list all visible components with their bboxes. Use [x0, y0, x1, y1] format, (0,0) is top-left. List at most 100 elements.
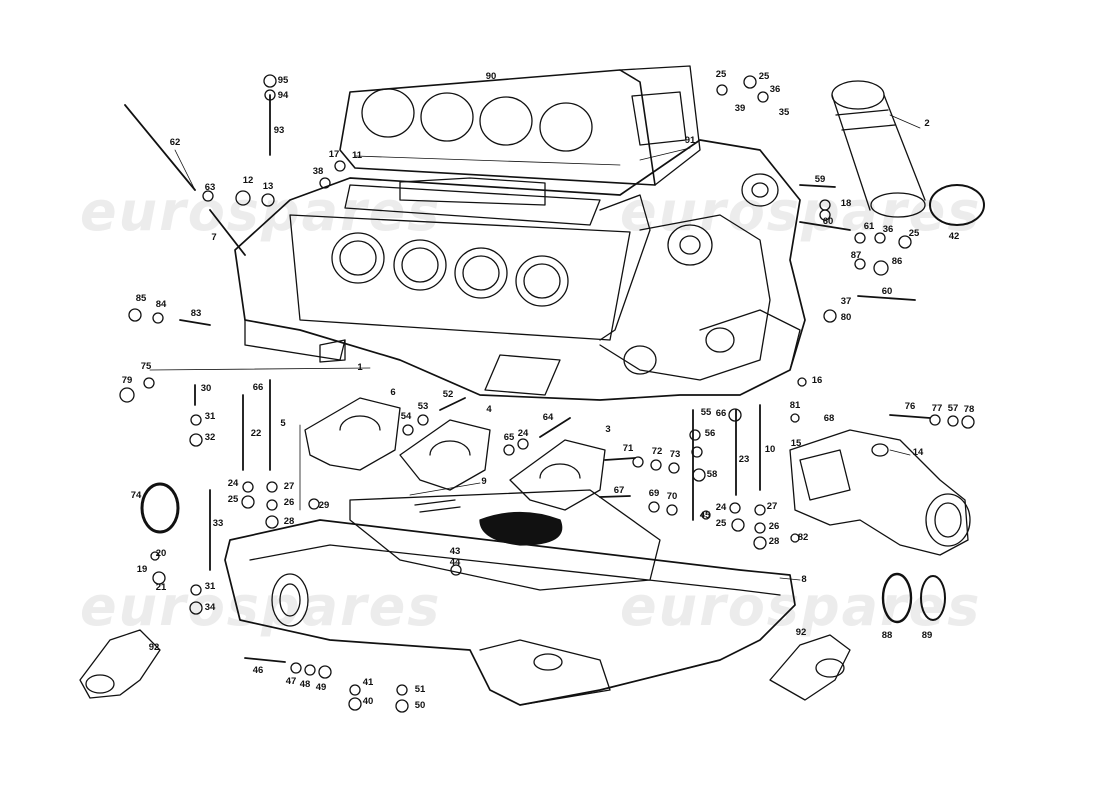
part-number-label: 25: [227, 494, 239, 505]
part-number-label: 92: [795, 627, 807, 638]
part-number-label: 4: [486, 404, 492, 415]
engine-block: [234, 139, 806, 401]
part-number-label: 27: [283, 481, 295, 492]
part-number-label: 30: [200, 383, 212, 394]
part-number-label: 12: [242, 175, 254, 186]
part-number-label: 24: [517, 428, 529, 439]
part-number-label: 25: [715, 518, 727, 529]
part-number-label: 51: [414, 684, 426, 695]
part-number-label: 64: [542, 412, 554, 423]
part-number-label: 26: [283, 497, 295, 508]
part-number-label: 94: [277, 90, 289, 101]
part-number-label: 43: [449, 546, 461, 557]
part-number-label: 63: [204, 182, 216, 193]
part-number-label: 8: [801, 574, 807, 585]
part-number-label: 56: [704, 428, 716, 439]
part-number-label: 21: [155, 582, 167, 593]
part-number-label: 48: [299, 679, 311, 690]
fasteners: [119, 74, 975, 713]
part-number-label: 24: [715, 502, 727, 513]
part-number-label: 23: [738, 454, 750, 465]
part-number-label: 26: [768, 521, 780, 532]
head-gasket: [339, 65, 701, 186]
part-number-label: 85: [135, 293, 147, 304]
engine-mount: [79, 629, 851, 701]
part-number-label: 76: [904, 401, 916, 412]
part-number-label: 32: [204, 432, 216, 443]
part-number-label: 40: [362, 696, 374, 707]
part-number-label: 44: [449, 557, 461, 568]
part-number-label: 33: [212, 518, 224, 529]
part-number-label: 16: [811, 375, 823, 386]
part-number-label: 80: [840, 312, 852, 323]
part-number-label: 35: [778, 107, 790, 118]
part-number-label: 82: [797, 532, 809, 543]
main-bearing-caps: [304, 397, 606, 511]
part-number-label: 60: [822, 216, 834, 227]
part-number-label: 90: [485, 71, 497, 82]
part-number-label: 77: [931, 403, 943, 414]
baffle-plate: [349, 489, 661, 591]
part-number-label: 70: [666, 491, 678, 502]
seal-ring: [881, 572, 913, 624]
part-number-label: 50: [414, 700, 426, 711]
part-number-label: 27: [766, 501, 778, 512]
part-number-label: 49: [315, 682, 327, 693]
part-number-label: 69: [648, 488, 660, 499]
part-number-label: 41: [362, 677, 374, 688]
part-number-label: 17: [328, 149, 340, 160]
part-number-label: 5: [280, 418, 286, 429]
part-number-label: 65: [503, 432, 515, 443]
part-number-label: 61: [863, 221, 875, 232]
leader-lines: [149, 114, 921, 581]
part-number-label: 31: [204, 581, 216, 592]
part-number-label: 81: [789, 400, 801, 411]
part-number-label: 1: [357, 362, 363, 373]
part-number-label: 59: [814, 174, 826, 185]
seal-ring: [920, 575, 946, 621]
part-number-label: 9: [481, 476, 487, 487]
part-number-label: 22: [250, 428, 262, 439]
part-number-label: 62: [169, 137, 181, 148]
cylinder-liner: [831, 80, 926, 218]
part-number-label: 93: [273, 125, 285, 136]
part-number-label: 46: [252, 665, 264, 676]
part-number-label: 36: [769, 84, 781, 95]
part-number-label: 18: [840, 198, 852, 209]
part-number-label: 57: [947, 403, 959, 414]
part-number-label: 53: [417, 401, 429, 412]
part-number-label: 66: [715, 408, 727, 419]
part-number-label: 75: [140, 361, 152, 372]
part-number-label: 95: [277, 75, 289, 86]
part-number-label: 84: [155, 299, 167, 310]
part-number-label: 28: [283, 516, 295, 527]
part-number-label: 15: [790, 438, 802, 449]
part-number-label: 25: [908, 228, 920, 239]
part-number-label: 28: [768, 536, 780, 547]
part-number-label: 72: [651, 446, 663, 457]
part-number-label: 78: [963, 404, 975, 415]
part-number-label: 10: [764, 444, 776, 455]
part-number-label: 19: [136, 564, 148, 575]
part-number-label: 39: [734, 103, 746, 114]
part-number-label: 87: [850, 250, 862, 261]
part-number-label: 20: [155, 548, 167, 559]
part-number-label: 42: [948, 231, 960, 242]
oil-seal: [140, 482, 180, 534]
part-number-label: 54: [400, 411, 412, 422]
part-number-label: 34: [204, 602, 216, 613]
part-number-label: 74: [130, 490, 142, 501]
o-ring: [929, 184, 985, 226]
part-number-label: 52: [442, 389, 454, 400]
part-number-label: 60: [881, 286, 893, 297]
part-number-label: 31: [204, 411, 216, 422]
part-number-label: 89: [921, 630, 933, 641]
part-number-label: 2: [924, 118, 930, 129]
part-number-label: 38: [312, 166, 324, 177]
studs: [124, 94, 931, 663]
part-number-label: 68: [823, 413, 835, 424]
part-number-label: 6: [390, 387, 396, 398]
part-number-label: 79: [121, 375, 133, 386]
part-number-label: 25: [758, 71, 770, 82]
